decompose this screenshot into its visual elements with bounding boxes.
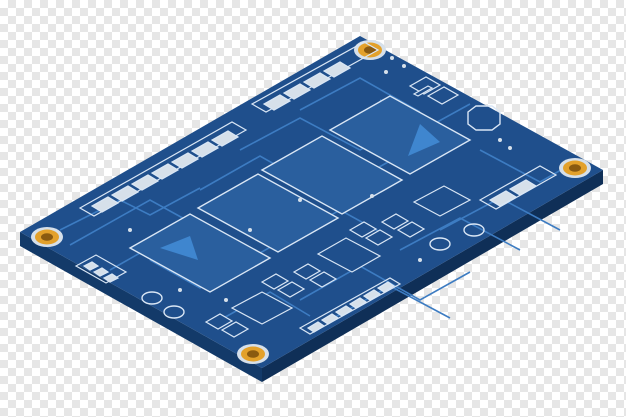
mounting-hole-right (559, 158, 591, 178)
chip-large-middle (260, 135, 404, 215)
pad-row-small-left (74, 254, 128, 284)
mounting-hole-bottom (237, 344, 269, 364)
chip-large-left (128, 213, 272, 293)
vias (128, 56, 512, 302)
chip-large-center (196, 173, 340, 253)
chip-large-top (328, 95, 472, 175)
component-cluster-bottom-left (204, 291, 294, 338)
board-side-front (20, 232, 262, 382)
round-pads (141, 223, 485, 319)
pad-row-left (78, 121, 248, 217)
component-cluster-top-right (408, 76, 460, 105)
mounting-hole-top (354, 40, 386, 60)
pad-row-right (478, 165, 558, 210)
pad-row-bottom (298, 277, 402, 335)
board-top (20, 36, 603, 368)
component-cluster-center-right (348, 185, 472, 246)
component-cluster-center-bottom (260, 237, 382, 298)
board-side-right (262, 170, 603, 382)
pad-row-top (250, 41, 380, 113)
mounting-hole-left (31, 227, 63, 247)
component-octagon (467, 105, 501, 131)
